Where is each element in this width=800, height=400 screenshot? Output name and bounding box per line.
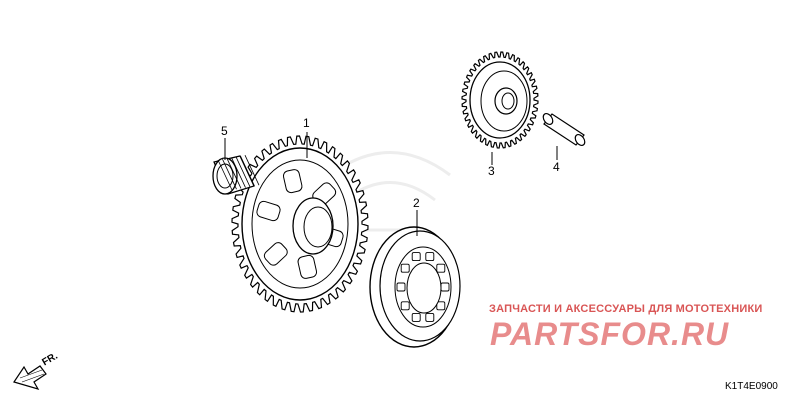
callout-part-1: 1 (303, 116, 310, 130)
gear-window (263, 242, 288, 266)
watermark-text: ЗАПЧАСТИ И АКСЕССУАРЫ ДЛЯ МОТОТЕХНИКИ (489, 303, 763, 315)
clutch-roller (396, 282, 406, 292)
bearing-needle (235, 156, 251, 187)
watermark-logo: PARTSFOR.RU (490, 316, 730, 352)
bearing-needle (244, 155, 260, 186)
needle-bearing (212, 155, 260, 195)
clutch-roller (440, 282, 450, 292)
clutch-roller (425, 252, 435, 262)
idle-gear-shaft (542, 112, 586, 147)
bearing-needle (240, 155, 255, 187)
clutch-roller (400, 263, 410, 273)
bearing-needle (231, 157, 246, 188)
leader-lines (224, 132, 558, 236)
starter-idle-gear (461, 51, 539, 149)
callout-part-5: 5 (221, 124, 228, 138)
callout-part-4: 4 (553, 160, 560, 174)
clutch-roller (411, 252, 421, 262)
bearing-needle (217, 159, 233, 191)
callout-part-2: 2 (413, 196, 420, 210)
gear-window (282, 169, 303, 194)
gear-window (256, 200, 281, 222)
one-way-clutch (369, 226, 461, 348)
callout-part-3: 3 (488, 164, 495, 178)
gear-window (297, 254, 318, 279)
diagram-code: K1T4E0900 (725, 381, 778, 392)
clutch-roller (425, 312, 435, 322)
clutch-roller (400, 301, 410, 311)
bearing-needle (226, 158, 242, 189)
fr-direction-arrow (13, 365, 47, 390)
clutch-roller (436, 263, 446, 273)
clutch-roller (436, 301, 446, 311)
clutch-roller (411, 312, 421, 322)
bearing-needle (222, 159, 237, 190)
starter-driven-gear (231, 135, 369, 313)
